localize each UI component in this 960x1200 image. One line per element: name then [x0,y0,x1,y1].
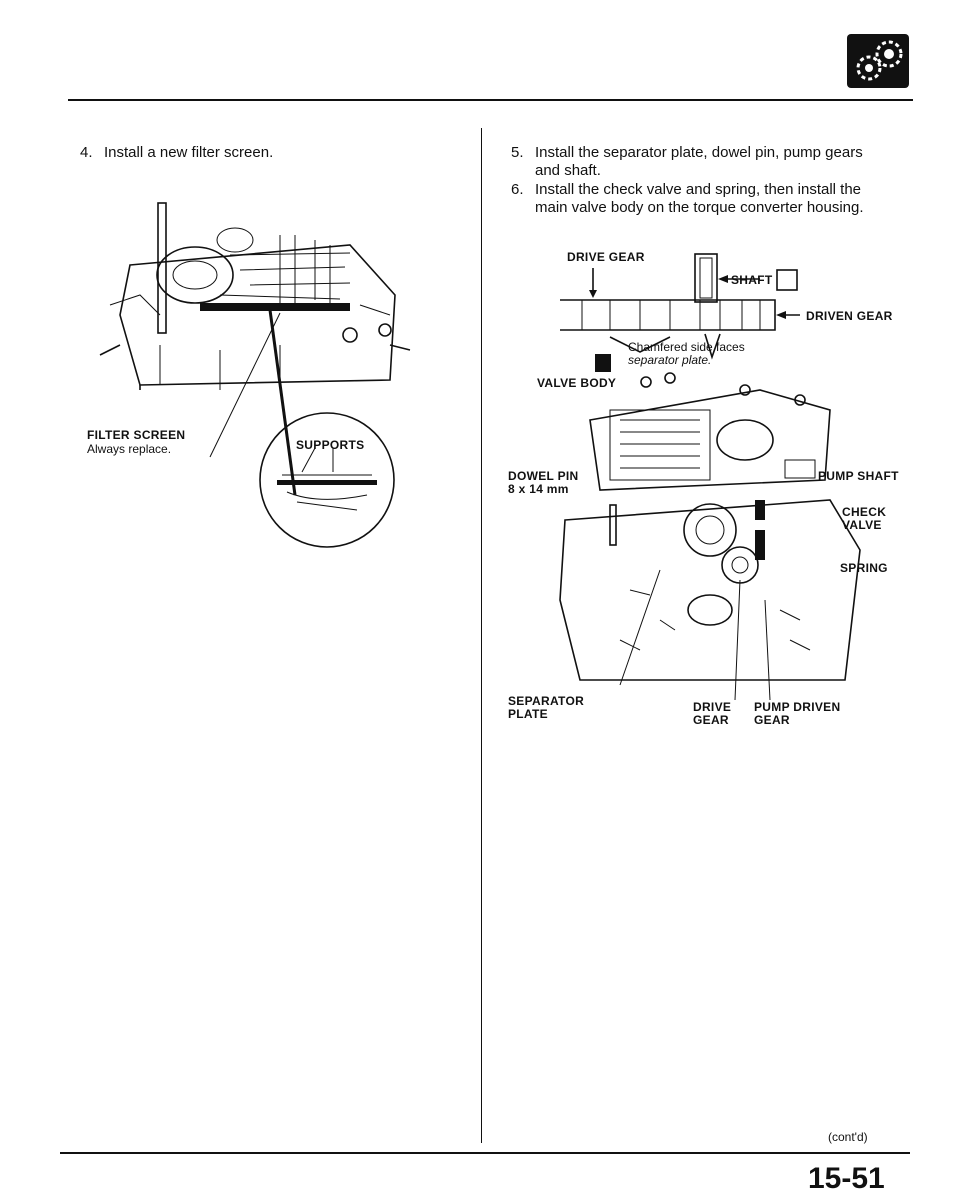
shaft-label: SHAFT [731,273,773,287]
footer-rule [60,1152,910,1154]
chamfer-note-2: separator plate. [628,353,712,367]
chamfer-note: Chamfered side faces [628,340,745,354]
section-logo [847,34,909,88]
page-number: 15-51 [808,1162,885,1195]
gear-detail-diagram [560,253,800,372]
header-rule [68,99,913,101]
dowel-pin-label: DOWEL PIN [508,469,579,483]
filter-screen-note: Always replace. [87,442,172,456]
column-divider [481,128,482,1143]
continued-note: (cont'd) [828,1130,868,1144]
pump-driven-gear-label: GEAR [754,713,790,727]
valve-body-label: VALVE BODY [537,376,617,390]
drive-label: DRIVE [693,700,732,714]
pump-driven-label: PUMP DRIVEN [754,700,841,714]
valve-body-illustration [559,372,861,701]
plate-label: PLATE [508,707,548,721]
spring-label: SPRING [840,561,888,575]
valve-label: VALVE [842,518,882,532]
supports-label: SUPPORTS [296,438,365,452]
step-4: 4.Install a new filter screen. [80,144,274,161]
filter-screen-illustration [99,202,411,496]
step-6: 6.Install the check valve and spring, th… [511,181,864,216]
drive-gear-bottom-label: GEAR [693,713,729,727]
check-label: CHECK [842,505,887,519]
step-5: 5.Install the separator plate, dowel pin… [511,144,863,179]
separator-label: SEPARATOR [508,694,585,708]
drive-gear-label: DRIVE GEAR [567,250,645,264]
supports-inset [259,412,395,548]
filter-screen-label: FILTER SCREEN [87,428,186,442]
dowel-size-label: 8 x 14 mm [508,482,569,496]
driven-gear-label: DRIVEN GEAR [806,309,893,323]
gears-icon [856,40,903,81]
pump-shaft-label: PUMP SHAFT [818,469,899,483]
